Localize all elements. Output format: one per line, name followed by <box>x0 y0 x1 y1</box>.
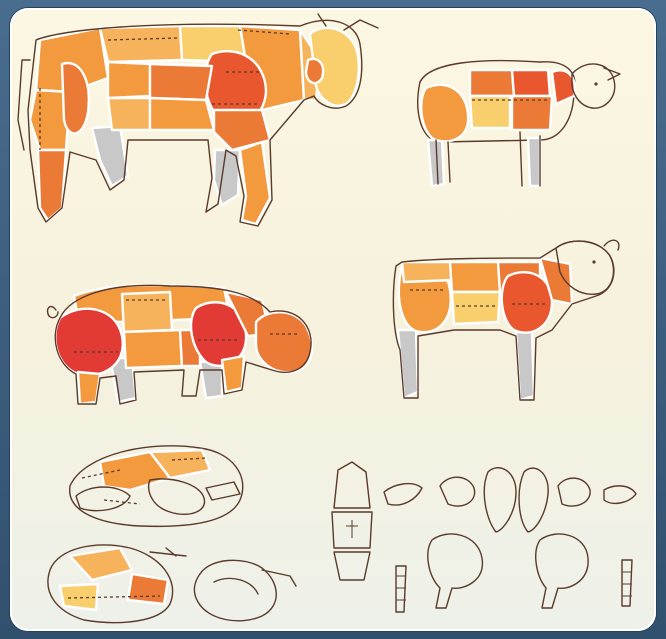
sheep-shoulder <box>512 96 552 130</box>
chicken-carcass-bottom <box>334 552 370 580</box>
chicken-neck-left <box>396 566 406 612</box>
calf-shoulder <box>502 272 552 333</box>
sheep-leg-shank-2 <box>528 138 540 186</box>
chicken-quarter-breast <box>70 548 132 580</box>
sheep-loin <box>470 70 514 96</box>
chicken-roast <box>194 560 276 621</box>
cow-diagram <box>18 14 378 226</box>
chicken-thigh-left <box>440 477 475 506</box>
chicken-thigh-right <box>558 478 590 506</box>
sheep-diagram <box>418 61 620 186</box>
sheep-head <box>572 64 615 108</box>
chicken-parts-diagram <box>332 462 636 612</box>
meat-cuts-panel <box>10 8 656 631</box>
cow-plate-1 <box>108 98 150 130</box>
sheep-breast <box>470 96 510 128</box>
pig-belly <box>124 330 182 368</box>
calf-rump <box>402 262 452 282</box>
chicken-leg-left <box>428 534 483 608</box>
chicken-quarter-leg <box>128 574 168 604</box>
chicken-wing-left <box>384 484 422 505</box>
chicken-thigh <box>149 479 205 514</box>
meat-cuts-illustration <box>10 8 656 631</box>
chicken-leg-right <box>536 534 588 608</box>
calf-breast <box>452 292 500 324</box>
chicken-neck-right <box>622 560 632 606</box>
cow-plate-2 <box>150 98 214 130</box>
chicken-whole-diagram <box>70 446 243 527</box>
cow-flank-2 <box>150 64 212 100</box>
sheep-rack <box>512 70 550 96</box>
pig-diagram <box>48 285 312 404</box>
chicken-wing <box>76 487 130 511</box>
calf-loin <box>450 262 500 292</box>
pig-loin <box>122 292 172 332</box>
cow-cheek <box>306 59 323 83</box>
chicken-breast-right <box>519 468 548 532</box>
chicken-carcass-top <box>334 462 370 508</box>
cow-foreshank <box>92 126 128 186</box>
chicken-wing-right <box>604 486 636 503</box>
chicken-breast-left <box>484 468 516 532</box>
cow-hind-leg <box>38 150 66 220</box>
calf-diagram <box>393 240 619 400</box>
chicken-cuts-diagram <box>48 545 296 623</box>
cow-flank-1 <box>108 62 150 98</box>
pig-front-leg <box>222 356 244 392</box>
cow-sirloin <box>100 26 182 62</box>
sheep-leg <box>421 85 468 142</box>
chicken-drumstick <box>206 482 240 500</box>
